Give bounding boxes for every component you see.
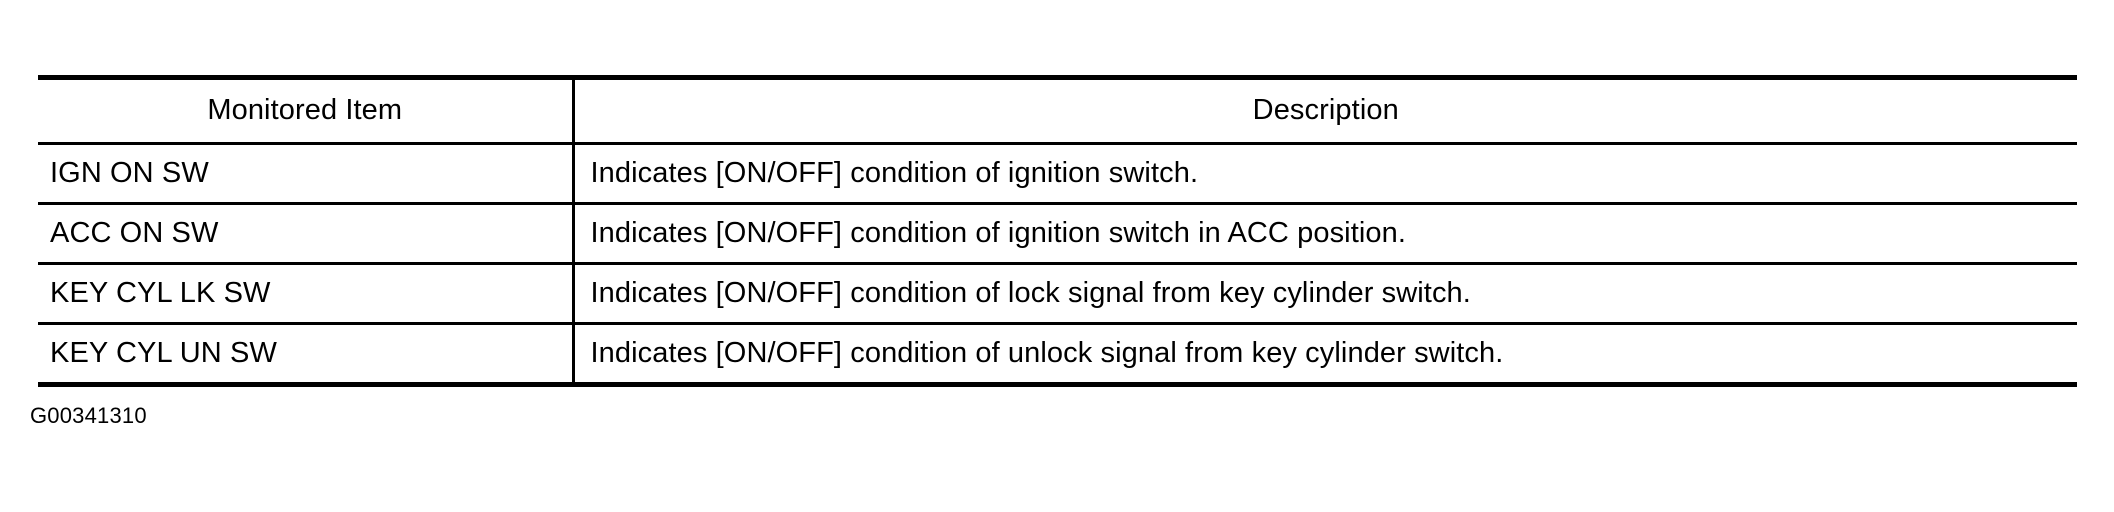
monitored-item-table: Monitored Item Description IGN ON SW Ind… [38,75,2077,387]
cell-monitored-item: KEY CYL UN SW [38,323,575,387]
figure-caption: G00341310 [30,403,147,428]
table-row: KEY CYL UN SW Indicates [ON/OFF] conditi… [38,323,2077,387]
cell-description: Indicates [ON/OFF] condition of lock sig… [573,263,2077,325]
cell-description: Indicates [ON/OFF] condition of unlock s… [573,323,2077,387]
column-header-monitored-item: Monitored Item [38,75,575,145]
table-row: KEY CYL LK SW Indicates [ON/OFF] conditi… [38,263,2077,325]
cell-description: Indicates [ON/OFF] condition of ignition… [573,203,2077,265]
column-header-description: Description [573,75,2077,145]
table-body: IGN ON SW Indicates [ON/OFF] condition o… [38,143,2077,387]
cell-description: Indicates [ON/OFF] condition of ignition… [573,143,2077,205]
table-header-row: Monitored Item Description [38,75,2077,145]
table-header: Monitored Item Description [38,75,2077,145]
cell-monitored-item: KEY CYL LK SW [38,263,575,325]
table-row: ACC ON SW Indicates [ON/OFF] condition o… [38,203,2077,265]
cell-monitored-item: IGN ON SW [38,143,575,205]
table-row: IGN ON SW Indicates [ON/OFF] condition o… [38,143,2077,205]
cell-monitored-item: ACC ON SW [38,203,575,265]
